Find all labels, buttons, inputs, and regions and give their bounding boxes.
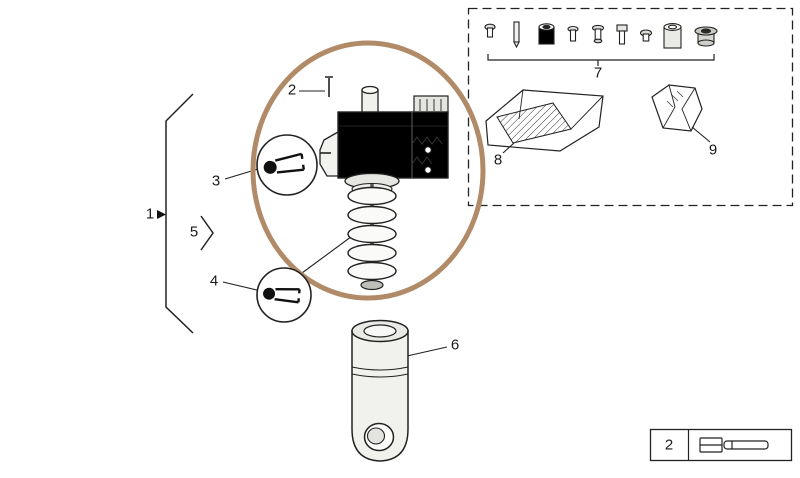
cylinder-eye-bore — [366, 427, 386, 445]
rivet-icon — [567, 25, 579, 42]
legend-item-number: 2 — [664, 436, 674, 454]
valve-spring — [347, 184, 397, 291]
leader-line-6 — [406, 346, 448, 357]
fork-end-icon — [263, 152, 306, 174]
callout-2: 2 — [287, 81, 297, 99]
gasket-pack-drawing — [485, 89, 604, 154]
highlight-ring — [250, 40, 486, 301]
actuator-cylinder-drawing — [351, 319, 409, 462]
valve-connector — [413, 95, 449, 115]
leader-line-8 — [502, 142, 515, 154]
valve-body — [337, 111, 449, 179]
plug-icon — [639, 29, 653, 42]
sleeve-icon — [663, 23, 682, 49]
leader-line-4 — [222, 281, 258, 291]
callout-9: 9 — [708, 141, 718, 159]
leader-line-9 — [691, 126, 711, 143]
valve-bracket — [319, 130, 339, 177]
parts-bag-drawing — [651, 84, 711, 143]
kit-bracket-line — [487, 54, 715, 66]
callout-3: 3 — [211, 172, 221, 190]
grommet-icon — [694, 26, 718, 47]
rivet-icon — [484, 23, 496, 38]
group-bracket-1 — [165, 93, 194, 334]
solenoid-valve-drawing — [319, 85, 449, 291]
callout-6: 6 — [450, 336, 460, 354]
cylinder-groove — [351, 366, 409, 378]
callout-7: 7 — [593, 64, 603, 82]
item-2-pin-icon — [325, 76, 333, 97]
legend-box — [649, 428, 793, 462]
cylinder-body — [351, 330, 409, 462]
pin-end-icon — [263, 287, 301, 304]
bushing-icon — [538, 23, 555, 45]
detail-circle-3 — [256, 134, 318, 196]
callout-8: 8 — [493, 151, 503, 169]
pin-icon — [513, 21, 520, 49]
cylinder-bore — [363, 324, 397, 338]
callout-5: 5 — [189, 223, 199, 241]
callout-4: 4 — [209, 272, 219, 290]
hardware-kit-parts — [484, 21, 718, 49]
callout-1: 1 — [145, 205, 155, 223]
flanged-rivet-icon — [591, 24, 605, 44]
arrow-1-icon — [157, 210, 166, 219]
bolt-icon — [616, 24, 628, 45]
detail-circle-4 — [256, 267, 312, 323]
bracket-5-icon — [200, 215, 214, 251]
valve-pin — [361, 85, 379, 115]
clip-part-icon — [699, 437, 769, 453]
